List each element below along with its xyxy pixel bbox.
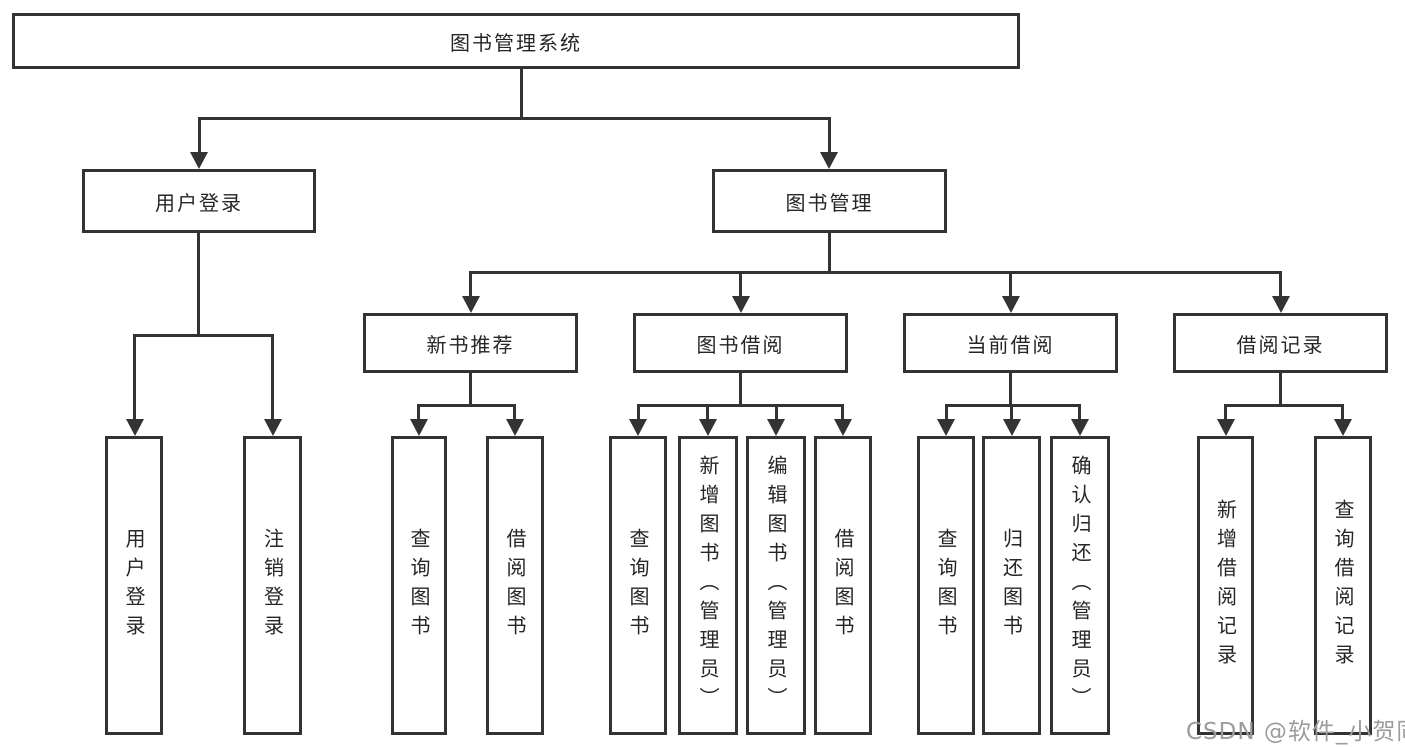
connector-line	[1078, 404, 1081, 421]
leaf-edit-book-admin: 编辑图书（管理员）	[746, 436, 806, 735]
arrow-down-icon	[1002, 296, 1020, 313]
arrow-down-icon	[820, 152, 838, 169]
node-root: 图书管理系统	[12, 13, 1020, 69]
connector-line	[133, 334, 136, 421]
connector-line	[739, 271, 742, 299]
connector-line	[775, 404, 778, 421]
connector-line	[1341, 404, 1344, 421]
arrow-down-icon	[699, 419, 717, 436]
connector-line	[417, 404, 420, 421]
connector-line	[828, 117, 831, 154]
connector-line	[1009, 372, 1012, 407]
connector-line	[1009, 271, 1012, 299]
arrow-down-icon	[1272, 296, 1290, 313]
leaf-borrow-book-1: 借阅图书	[486, 436, 544, 735]
arrow-down-icon	[126, 419, 144, 436]
leaf-query-book-1: 查询图书	[391, 436, 447, 735]
connector-line	[469, 372, 472, 407]
leaf-user-login: 用户登录	[105, 436, 163, 735]
node-book-borrow: 图书借阅	[633, 313, 848, 373]
connector-line	[198, 117, 201, 154]
connector-line	[418, 404, 516, 407]
connector-line	[637, 404, 640, 421]
connector-line	[1224, 404, 1343, 407]
connector-line	[271, 334, 274, 421]
arrow-down-icon	[462, 296, 480, 313]
connector-line	[637, 404, 843, 407]
csdn-watermark: CSDN @软件_小贺同学	[1186, 719, 1405, 745]
arrow-down-icon	[264, 419, 282, 436]
connector-line	[198, 117, 830, 120]
connector-line	[513, 404, 516, 421]
node-new-book-rec: 新书推荐	[363, 313, 578, 373]
arrow-down-icon	[732, 296, 750, 313]
arrow-down-icon	[506, 419, 524, 436]
leaf-borrow-book-2: 借阅图书	[814, 436, 872, 735]
connector-line	[1279, 372, 1282, 407]
arrow-down-icon	[767, 419, 785, 436]
leaf-query-borrow-record: 查询借阅记录	[1314, 436, 1372, 735]
connector-line	[134, 334, 274, 337]
connector-line	[828, 233, 831, 274]
connector-line	[945, 404, 948, 421]
leaf-confirm-return-admin: 确认归还（管理员）	[1050, 436, 1110, 735]
node-book-mgmt: 图书管理	[712, 169, 947, 233]
connector-line	[520, 69, 523, 119]
arrow-down-icon	[410, 419, 428, 436]
connector-line	[841, 404, 844, 421]
connector-line	[469, 271, 1282, 274]
arrow-down-icon	[1071, 419, 1089, 436]
leaf-add-borrow-record: 新增借阅记录	[1197, 436, 1254, 735]
connector-line	[197, 233, 200, 337]
node-borrow-record: 借阅记录	[1173, 313, 1388, 373]
connector-line	[739, 372, 742, 407]
leaf-query-book-3: 查询图书	[917, 436, 975, 735]
arrow-down-icon	[1334, 419, 1352, 436]
node-current-borrow: 当前借阅	[903, 313, 1118, 373]
arrow-down-icon	[1217, 419, 1235, 436]
connector-line	[1279, 271, 1282, 299]
leaf-query-book-2: 查询图书	[609, 436, 667, 735]
connector-line	[706, 404, 709, 421]
arrow-down-icon	[1003, 419, 1021, 436]
connector-line	[1224, 404, 1227, 421]
arrow-down-icon	[190, 152, 208, 169]
leaf-logout: 注销登录	[243, 436, 302, 735]
node-user-login: 用户登录	[82, 169, 316, 233]
arrow-down-icon	[629, 419, 647, 436]
connector-line	[1010, 404, 1013, 421]
leaf-return-book: 归还图书	[982, 436, 1041, 735]
arrow-down-icon	[937, 419, 955, 436]
leaf-add-book-admin: 新增图书（管理员）	[678, 436, 738, 735]
connector-line	[469, 271, 472, 299]
arrow-down-icon	[834, 419, 852, 436]
